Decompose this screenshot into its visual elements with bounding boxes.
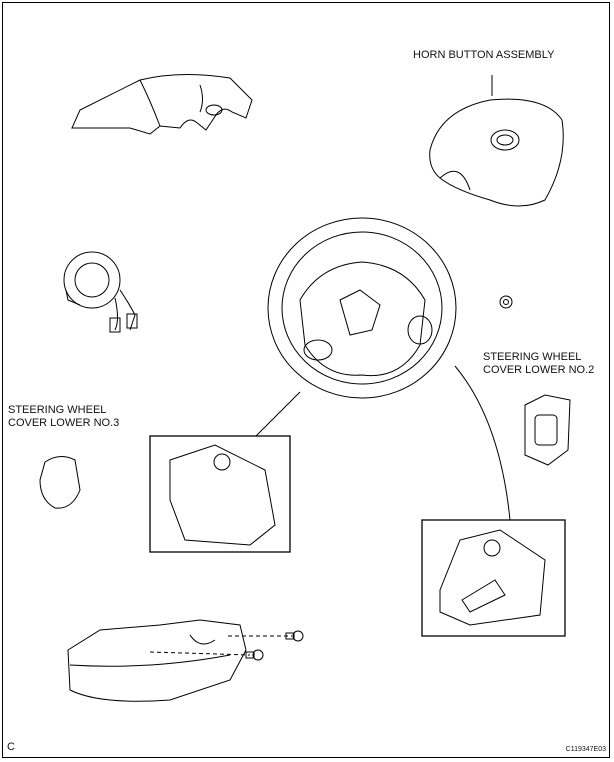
nut	[499, 295, 513, 309]
toyota-logo	[490, 129, 520, 151]
label-cover-no3-line1: STEERING WHEEL	[8, 404, 107, 416]
steering-wheel	[267, 217, 457, 399]
steering-wheel-cover-lower-no2	[524, 394, 571, 466]
label-cover-no3-line2: COVER LOWER NO.3	[8, 417, 120, 429]
label-cover-no2-line2: COVER LOWER NO.2	[483, 364, 595, 376]
figure-code: C119347E03	[565, 746, 606, 753]
lower-column-cover	[67, 619, 247, 702]
spiral-cable	[63, 251, 138, 333]
section-letter: C	[7, 741, 15, 753]
label-cover-no2-line1: STEERING WHEEL	[483, 351, 582, 363]
screws	[149, 630, 304, 661]
label-horn-button-assembly: HORN BUTTON ASSEMBLY	[413, 49, 555, 61]
horn-button-assembly	[429, 75, 564, 207]
detail-inset-right	[421, 365, 566, 637]
detail-inset-left	[149, 391, 301, 553]
upper-column-cover	[71, 73, 253, 135]
steering-wheel-cover-lower-no3	[39, 456, 81, 509]
